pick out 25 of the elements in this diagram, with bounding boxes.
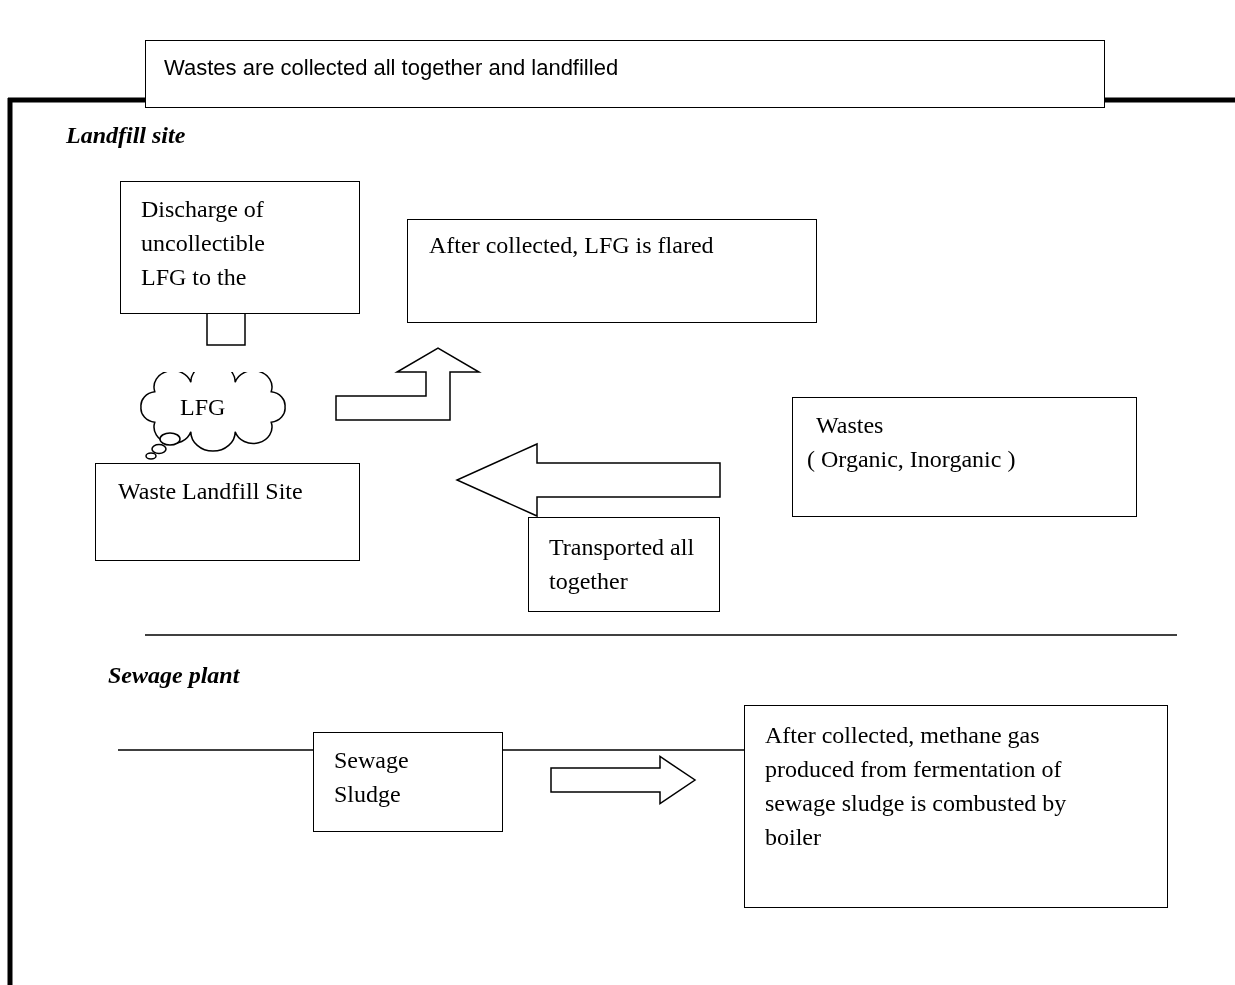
pipe-line	[117, 749, 314, 751]
text-box	[313, 732, 503, 832]
section-heading: Sewage plant	[108, 662, 240, 689]
text-box	[528, 517, 720, 612]
box-text: Wastes	[816, 411, 884, 440]
box-text: After collected, LFG is flared	[429, 231, 714, 260]
box-text: After collected, methane gas produced from fermentation of sewage sludge is combusted by boiler	[765, 721, 1068, 852]
pipe-line	[502, 749, 745, 751]
text-box	[145, 40, 1105, 108]
text-box	[744, 705, 1168, 908]
box-text: Wastes are collected all together and landfilled	[164, 54, 619, 82]
box-text: Waste Landfill Site	[118, 477, 303, 506]
text-box	[407, 219, 817, 323]
box-text: Sewage Sludge	[334, 746, 410, 809]
box-text: Discharge of uncollectible LFG to the	[141, 195, 266, 292]
text-box	[95, 463, 360, 561]
block-arrow	[550, 755, 697, 805]
text-box	[792, 397, 1137, 517]
box-text: Transported all together	[549, 533, 696, 596]
cloud-text: LFG	[180, 393, 226, 422]
section-heading: Landfill site	[66, 122, 186, 149]
box-text: ( Organic, Inorganic )	[807, 445, 1016, 474]
text-box	[120, 181, 360, 314]
block-arrow	[455, 442, 721, 518]
block-arrow	[335, 347, 482, 421]
